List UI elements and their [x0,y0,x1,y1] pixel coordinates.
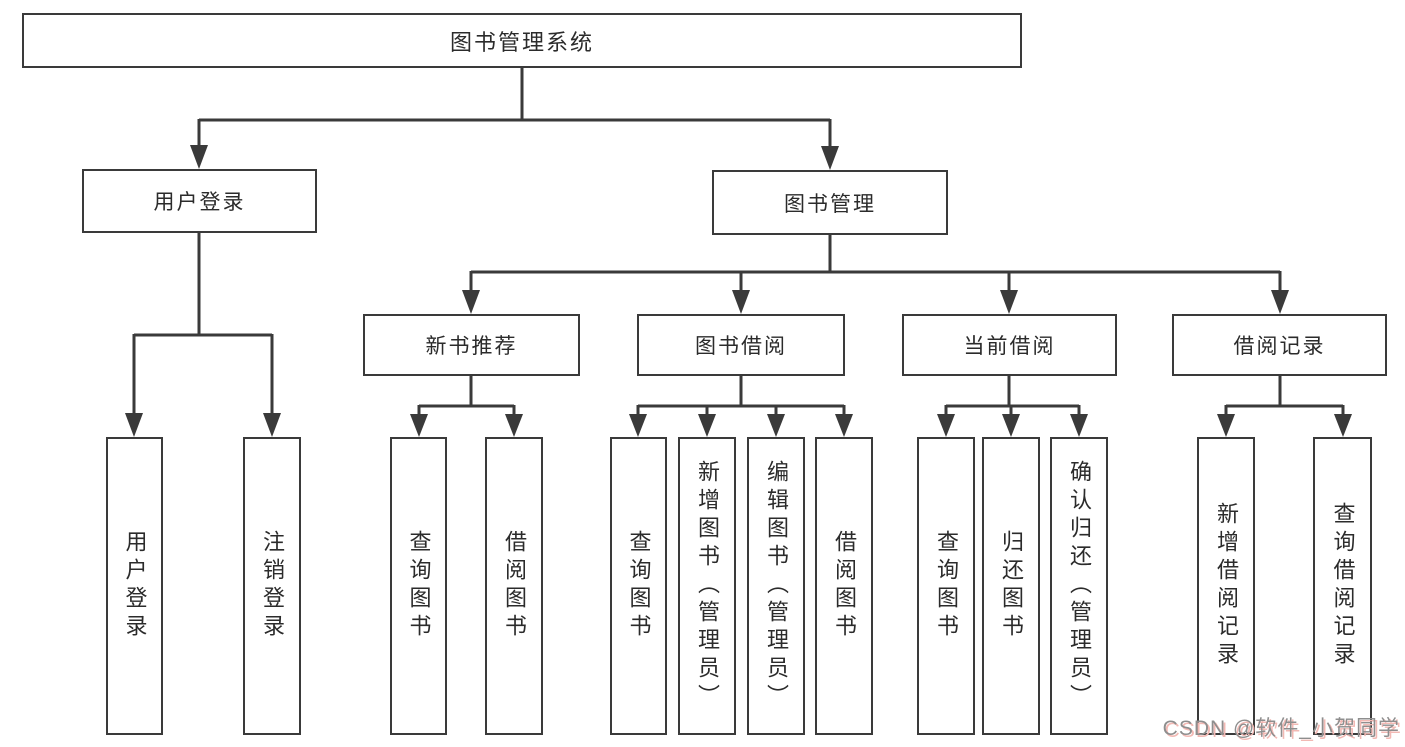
node-new-book-recommendation: 新书推荐 [363,314,580,376]
leaf-query-books-recommend: 查询图书 [390,437,447,735]
node-library-management-system: 图书管理系统 [22,13,1022,68]
leaf-query-borrowing-record: 查询借阅记录 [1313,437,1372,735]
leaf-logout-login: 注销登录 [243,437,301,735]
csdn-watermark: CSDN @软件_小贺同学 [1162,717,1400,740]
node-book-borrowing: 图书借阅 [637,314,845,376]
leaf-edit-books-admin: 编辑图书（管理员） [747,437,805,735]
node-borrowing-records: 借阅记录 [1172,314,1387,376]
leaf-confirm-return-admin: 确认归还（管理员） [1050,437,1108,735]
leaf-query-books-borrow: 查询图书 [610,437,667,735]
leaf-return-books: 归还图书 [982,437,1040,735]
leaf-query-books-current: 查询图书 [917,437,975,735]
leaf-add-borrowing-record: 新增借阅记录 [1197,437,1255,735]
node-current-borrowing: 当前借阅 [902,314,1117,376]
leaf-borrow-books-recommend: 借阅图书 [485,437,543,735]
leaf-user-login: 用户登录 [106,437,163,735]
node-user-login: 用户登录 [82,169,317,233]
leaf-borrow-books-borrow: 借阅图书 [815,437,873,735]
node-book-management: 图书管理 [712,170,948,235]
leaf-add-books-admin: 新增图书（管理员） [678,437,736,735]
